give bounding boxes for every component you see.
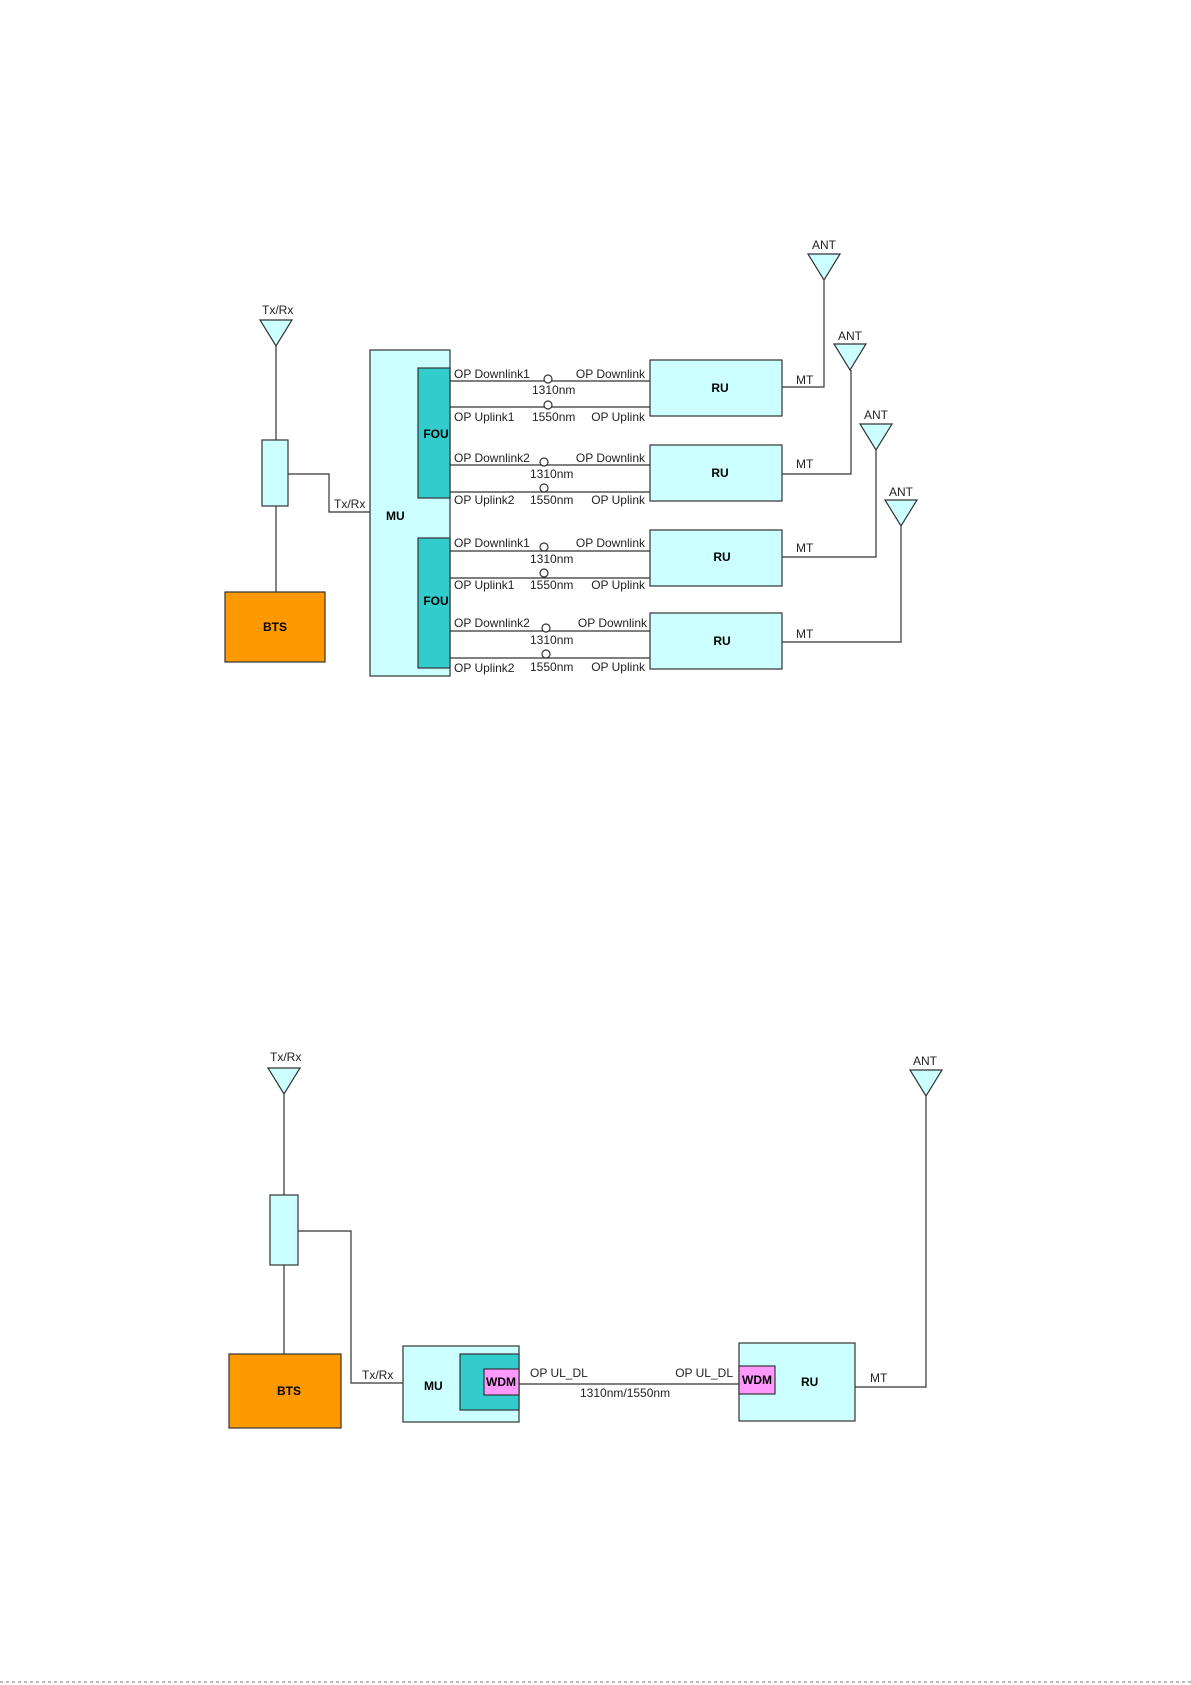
- dl-left-label: OP Downlink1: [454, 536, 530, 550]
- ul-left-label: OP Uplink2: [454, 493, 515, 507]
- connector-icon: [539, 568, 549, 578]
- dl-left-label: OP Downlink2: [454, 616, 530, 630]
- dl-right-label: OP Downlink: [576, 367, 646, 381]
- dl-right-label: OP Downlink: [578, 616, 648, 630]
- ru-label-3: RU: [713, 550, 730, 564]
- op-right-label: OP UL_DL: [675, 1366, 733, 1380]
- fiber-wavelength: 1310nm/1550nm: [580, 1386, 670, 1400]
- ant-label-1: ANT: [812, 238, 837, 252]
- coupler-2: [269, 1194, 299, 1266]
- diagram-wdm-topology: Tx/Rx Tx/Rx BTS MU WDM OP UL_DL OP UL_DL…: [228, 1050, 944, 1429]
- antenna-icon: [908, 1069, 944, 1098]
- ul-wavelength: 1550nm: [530, 578, 573, 592]
- ru-label-2b: RU: [801, 1375, 818, 1389]
- fou-label-1: FOU: [423, 427, 448, 441]
- txrx-port-label-2: Tx/Rx: [362, 1368, 393, 1382]
- mu-wdm-label: WDM: [486, 1375, 516, 1389]
- antenna-icon: [858, 423, 894, 452]
- mt-label-4: MT: [796, 627, 814, 641]
- antenna-icon: [258, 319, 294, 348]
- txrx-antenna-label-2: Tx/Rx: [270, 1050, 301, 1064]
- ru-box-3: [649, 529, 783, 587]
- ul-right-label: OP Uplink: [591, 660, 646, 674]
- dl-right-label: OP Downlink: [576, 451, 646, 465]
- txrx-antenna: Tx/Rx: [258, 303, 294, 440]
- mu-label: MU: [386, 509, 405, 523]
- coupler: [261, 439, 289, 507]
- ul-left-label: OP Uplink2: [454, 661, 515, 675]
- connector-icon: [541, 623, 551, 633]
- dl-wavelength: 1310nm: [530, 552, 573, 566]
- branch-3: OP Downlink1 OP Downlink 1310nm OP Uplin…: [450, 408, 894, 592]
- ru-wdm-label: WDM: [742, 1373, 772, 1387]
- mu-unit: MU FOU FOU: [369, 349, 451, 677]
- connector-icon: [539, 542, 549, 552]
- txrx-antenna-label: Tx/Rx: [262, 303, 293, 317]
- ru-box-4: [649, 612, 783, 670]
- dl-wavelength: 1310nm: [530, 633, 573, 647]
- bts-unit: BTS: [224, 591, 326, 663]
- bts-label: BTS: [263, 620, 287, 634]
- mt-label-3: MT: [796, 541, 814, 555]
- branch-4: OP Downlink2 OP Downlink 1310nm OP Uplin…: [450, 485, 919, 675]
- dl-wavelength: 1310nm: [530, 467, 573, 481]
- ant-label-3: ANT: [864, 408, 889, 422]
- bts-box: [224, 591, 326, 663]
- ru-box-1: [649, 359, 783, 417]
- txrx-port-label: Tx/Rx: [334, 497, 365, 511]
- connector-icon: [539, 457, 549, 467]
- ul-right-label: OP Uplink: [591, 493, 646, 507]
- antenna-icon: [806, 253, 842, 282]
- dl-right-label: OP Downlink: [576, 536, 646, 550]
- antenna-icon: [883, 499, 919, 528]
- ul-wavelength: 1550nm: [530, 660, 573, 674]
- ul-wavelength: 1550nm: [530, 493, 573, 507]
- mt-label-1: MT: [796, 373, 814, 387]
- ru-label-2: RU: [711, 466, 728, 480]
- ru-label-4: RU: [713, 634, 730, 648]
- ru-label-1: RU: [711, 381, 728, 395]
- fou-box-1: [417, 367, 451, 499]
- branch-2: OP Downlink2 OP Downlink 1310nm OP Uplin…: [450, 329, 868, 507]
- diagram-star-topology: Tx/Rx Tx/Rx BTS MU FOU FOU OP Downlink1: [224, 238, 919, 677]
- ul-right-label: OP Uplink: [591, 410, 646, 424]
- ant-label-2: ANT: [838, 329, 863, 343]
- branch-1: OP Downlink1 OP Downlink 1310nm OP Uplin…: [450, 238, 842, 424]
- ru-wdm-box: [738, 1365, 776, 1395]
- ul-left-label: OP Uplink1: [454, 578, 515, 592]
- op-left-label: OP UL_DL: [530, 1366, 588, 1380]
- ul-right-label: OP Uplink: [591, 578, 646, 592]
- ul-wavelength: 1550nm: [532, 410, 575, 424]
- fou-box-2: [417, 537, 451, 669]
- mu-label-2: MU: [424, 1379, 443, 1393]
- dl-left-label: OP Downlink1: [454, 367, 530, 381]
- mt-label-2b: MT: [870, 1371, 888, 1385]
- ul-left-label: OP Uplink1: [454, 410, 515, 424]
- dl-wavelength: 1310nm: [532, 383, 575, 397]
- mu-wdm-box: [483, 1368, 520, 1396]
- ru-box-2: [649, 444, 783, 502]
- connector-icon: [539, 483, 549, 493]
- bts-box-2: [228, 1353, 342, 1429]
- ant-label-4: ANT: [889, 485, 914, 499]
- ant-label-2b: ANT: [913, 1054, 938, 1068]
- fou-label-2: FOU: [423, 594, 448, 608]
- antenna-icon: [266, 1067, 302, 1096]
- dl-left-label: OP Downlink2: [454, 451, 530, 465]
- connector-icon: [543, 400, 553, 410]
- connector-icon: [543, 374, 553, 384]
- connector-icon: [541, 649, 551, 659]
- mt-label-2: MT: [796, 457, 814, 471]
- antenna-icon: [832, 343, 868, 372]
- bts-label-2: BTS: [277, 1384, 301, 1398]
